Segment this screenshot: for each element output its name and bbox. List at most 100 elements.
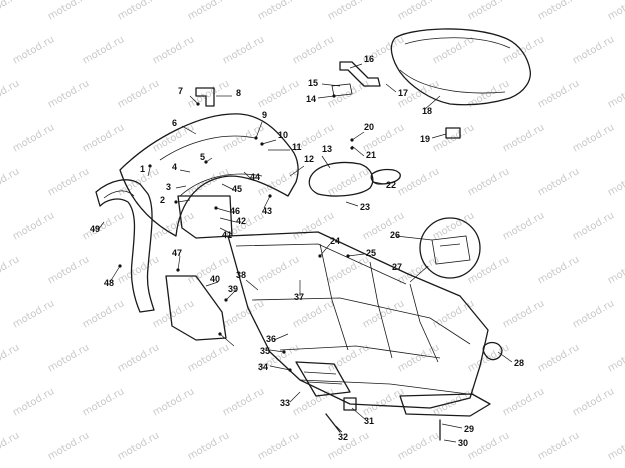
callout-7: 7 [178,86,183,96]
watermark-text: motod.ru [256,166,301,198]
watermark-text: motod.ru [81,298,126,330]
skid-plate [399,393,491,417]
watermark-text: motod.ru [221,386,266,418]
watermark-text: motod.ru [291,34,336,66]
detail-inset [419,217,481,279]
callout-31: 31 [364,416,374,426]
callout-10: 10 [278,130,288,140]
watermark-text: motod.ru [46,430,91,462]
callout-12: 12 [304,154,314,164]
watermark-text: motod.ru [151,386,196,418]
watermark-text: motod.ru [221,34,266,66]
watermark-text: motod.ru [11,122,56,154]
callout-5: 5 [200,152,205,162]
watermark-text: motod.ru [501,386,546,418]
watermark-text: motod.ru [606,254,625,286]
watermark-text: motod.ru [116,254,161,286]
watermark-text: motod.ru [396,254,441,286]
watermark-text: motod.ru [0,166,21,198]
intake-tube [95,179,155,313]
watermark-text: motod.ru [396,166,441,198]
callout-4: 4 [172,162,177,172]
watermark-text: motod.ru [116,78,161,110]
watermark-text: motod.ru [291,298,336,330]
watermark-text: motod.ru [536,166,581,198]
watermark-text: motod.ru [116,342,161,374]
watermark-text: motod.ru [46,254,91,286]
callout-3: 3 [166,182,171,192]
watermark-text: motod.ru [326,254,371,286]
callout-38: 38 [236,270,246,280]
tool-box-cover [308,161,374,197]
callout-35: 35 [260,346,270,356]
watermark-text: motod.ru [466,78,511,110]
watermark-text: motod.ru [186,342,231,374]
watermark-text: motod.ru [11,210,56,242]
callout-21: 21 [366,150,376,160]
parts-artwork [95,28,531,441]
side-panel [177,195,233,239]
callout-13: 13 [322,144,332,154]
watermark-text: motod.ru [256,0,301,23]
callout-25: 25 [366,248,376,258]
callout-16: 16 [364,54,374,64]
reflector [370,168,401,185]
watermark-text: motod.ru [81,386,126,418]
callout-15: 15 [308,78,318,88]
callout-22: 22 [386,180,396,190]
callout-17: 17 [398,88,408,98]
watermark-text: motod.ru [606,342,625,374]
watermark-text: motod.ru [606,0,625,23]
callout-30: 30 [458,438,468,448]
heat-shield [165,275,227,341]
callout-46: 46 [230,206,240,216]
watermark-text: motod.ru [256,78,301,110]
callout-6: 6 [172,118,177,128]
watermark-text: motod.ru [151,210,196,242]
hardware-dots [118,94,354,372]
watermark-text: motod.ru [256,254,301,286]
watermark-text: motod.ru [396,430,441,462]
callout-8: 8 [236,88,241,98]
fender-bracket [195,87,215,107]
watermark-text: motod.ru [81,210,126,242]
watermark-text: motod.ru [0,254,21,286]
callout-41: 41 [222,230,232,240]
main-frame [227,231,489,409]
watermark-text: motod.ru [466,166,511,198]
watermark-text: motod.ru [326,430,371,462]
watermark-text: motod.ru [0,430,21,462]
watermark-text: motod.ru [501,122,546,154]
callout-32: 32 [338,432,348,442]
watermark-text: motod.ru [116,166,161,198]
watermark-text: motod.ru [221,298,266,330]
callout-23: 23 [360,202,370,212]
watermark-text: motod.ru [0,342,21,374]
watermark-text: motod.ru [431,34,476,66]
callout-39: 39 [228,284,238,294]
watermark-text: motod.ru [536,78,581,110]
callout-29: 29 [464,424,474,434]
collar-31 [343,397,357,411]
watermark-text: motod.ru [46,0,91,23]
callout-11: 11 [292,142,302,152]
leader-lines [97,63,513,443]
watermark-text: motod.ru [606,166,625,198]
watermark-text: motod.ru [186,430,231,462]
watermark-text: motod.ru [431,298,476,330]
watermark-text: motod.ru [466,254,511,286]
watermark-text: motod.ru [606,430,625,462]
damper [482,341,503,361]
watermark-text: motod.ru [81,122,126,154]
watermark-text: motod.ru [151,34,196,66]
watermark-text: motod.ru [536,342,581,374]
watermark-text: motod.ru [11,386,56,418]
watermark-text: motod.ru [186,254,231,286]
callout-42: 42 [236,216,246,226]
watermark-text: motod.ru [326,166,371,198]
watermark-text: motod.ru [571,210,616,242]
watermark-text: motod.ru [116,0,161,23]
callout-48: 48 [104,278,114,288]
watermark-text: motod.ru [0,0,21,23]
